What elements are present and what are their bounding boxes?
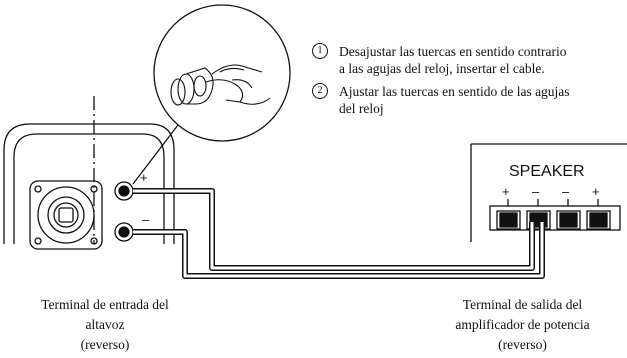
step-text-2: Ajustar las tuercas en sentido de las ag… xyxy=(339,84,570,116)
amp-polarity-label-2: – xyxy=(532,184,540,199)
amp-polarity-label-4: + xyxy=(592,184,600,199)
speaker-terminal-caption: Terminal de entrada del altavoz (reverso… xyxy=(41,297,169,352)
speakon-socket xyxy=(29,180,103,250)
speaker-enclosure-outline xyxy=(3,123,175,244)
amp-polarity-label-3: – xyxy=(562,184,570,199)
speaker-minus-label: – xyxy=(142,212,150,227)
magnifier-callout xyxy=(132,4,291,185)
step-number-1: 1 xyxy=(312,43,328,59)
instruction-step-1: 1 Desajustar las tuercas en sentido cont… xyxy=(312,43,622,79)
amp-polarity-label-1: + xyxy=(502,184,510,199)
amplifier-polarity-ticks xyxy=(507,199,599,206)
speaker-enclosure-inner-outline xyxy=(13,133,165,244)
amplifier-panel-outline xyxy=(470,143,627,242)
amplifier-terminal-caption: Terminal de salida del amplificador de p… xyxy=(455,297,590,352)
step-number-2: 2 xyxy=(312,83,328,99)
speaker-cable xyxy=(133,188,545,279)
amplifier-terminal-block xyxy=(489,205,621,231)
binding-post-plus xyxy=(114,181,134,201)
instruction-step-2: 2 Ajustar las tuercas en sentido de las … xyxy=(312,83,622,119)
speaker-plus-label: + xyxy=(140,170,148,185)
hand-turning-nut-illustration xyxy=(170,64,271,106)
step-text-1: Desajustar las tuercas en sentido contra… xyxy=(339,44,567,76)
binding-post-minus xyxy=(114,222,134,242)
amplifier-speaker-title: SPEAKER xyxy=(509,163,585,180)
